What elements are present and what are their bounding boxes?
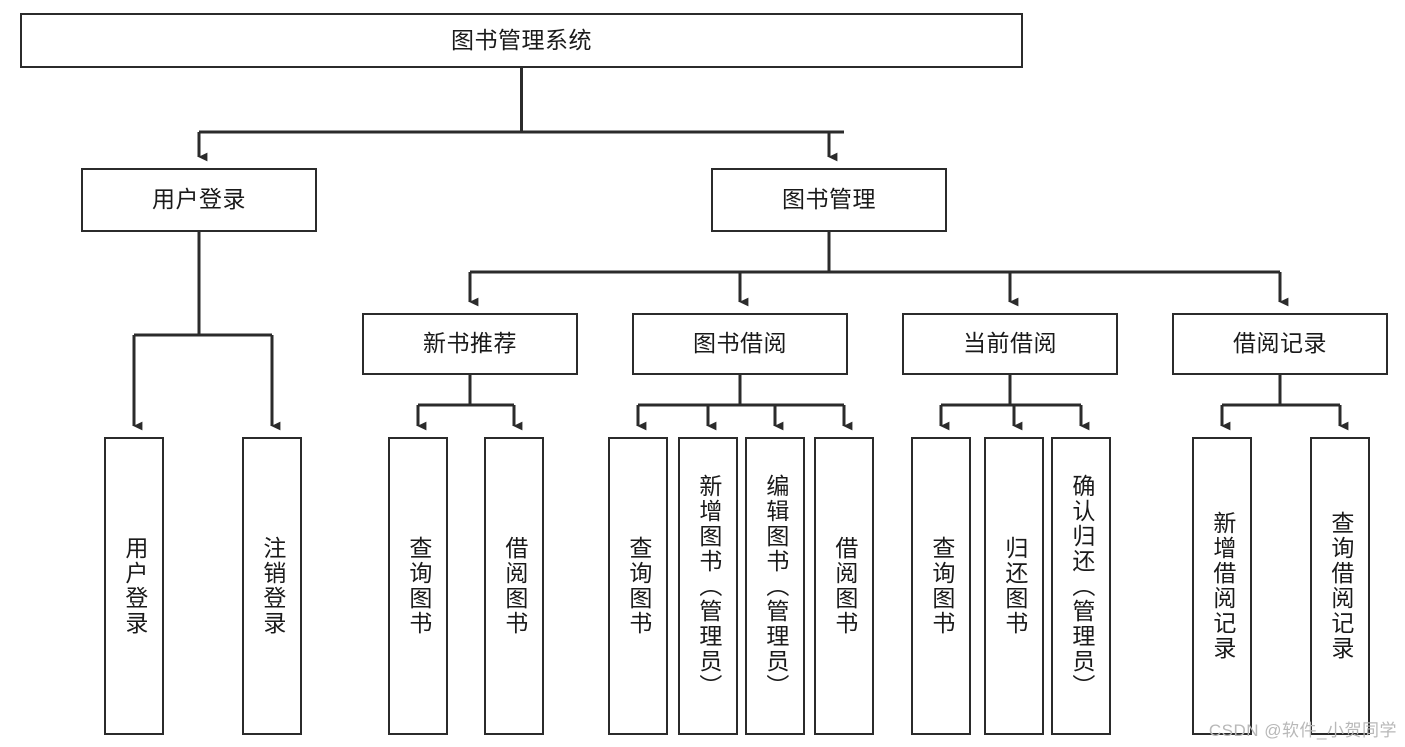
node-leaf-query-book-3[interactable]: 查询图书 [911,437,971,735]
node-leaf-query-book-3-label: 查询图书 [928,536,955,636]
node-leaf-user-logout[interactable]: 注销登录 [242,437,302,735]
node-leaf-query-book-1-label: 查询图书 [405,536,432,636]
node-new-book-rec[interactable]: 新书推荐 [362,313,578,375]
node-user-login[interactable]: 用户登录 [81,168,317,232]
node-leaf-query-book-2[interactable]: 查询图书 [608,437,668,735]
node-leaf-query-record[interactable]: 查询借阅记录 [1310,437,1370,735]
node-book-manage-label: 图书管理 [782,186,876,213]
node-current-borrow[interactable]: 当前借阅 [902,313,1118,375]
node-book-borrow[interactable]: 图书借阅 [632,313,848,375]
node-leaf-borrow-book-2-label: 借阅图书 [831,536,858,636]
node-borrow-record-label: 借阅记录 [1233,330,1327,357]
watermark-text: CSDN @软件_小贺同学 [1208,721,1397,740]
node-leaf-borrow-book-1-label: 借阅图书 [501,536,528,636]
node-current-borrow-label: 当前借阅 [963,330,1057,357]
node-leaf-borrow-book-2[interactable]: 借阅图书 [814,437,874,735]
node-leaf-edit-book-label: 编辑图书（管理员） [762,473,789,699]
node-leaf-add-record-label: 新增借阅记录 [1209,511,1236,661]
node-leaf-confirm-return-label: 确认归还（管理员） [1068,473,1095,699]
node-leaf-query-record-label: 查询借阅记录 [1327,511,1354,661]
node-leaf-user-login-label: 用户登录 [121,536,148,636]
node-leaf-return-book[interactable]: 归还图书 [984,437,1044,735]
node-book-borrow-label: 图书借阅 [693,330,787,357]
node-new-book-rec-label: 新书推荐 [423,330,517,357]
node-leaf-user-logout-label: 注销登录 [259,536,286,636]
node-leaf-query-book-1[interactable]: 查询图书 [388,437,448,735]
node-user-login-label: 用户登录 [152,186,246,213]
node-root[interactable]: 图书管理系统 [20,13,1023,68]
node-leaf-return-book-label: 归还图书 [1001,536,1028,636]
node-leaf-confirm-return[interactable]: 确认归还（管理员） [1051,437,1111,735]
node-leaf-add-book[interactable]: 新增图书（管理员） [678,437,738,735]
node-leaf-user-login[interactable]: 用户登录 [104,437,164,735]
node-book-manage[interactable]: 图书管理 [711,168,947,232]
node-leaf-add-book-label: 新增图书（管理员） [695,473,722,699]
node-leaf-borrow-book-1[interactable]: 借阅图书 [484,437,544,735]
node-leaf-query-book-2-label: 查询图书 [625,536,652,636]
node-borrow-record[interactable]: 借阅记录 [1172,313,1388,375]
node-leaf-add-record[interactable]: 新增借阅记录 [1192,437,1252,735]
node-root-label: 图书管理系统 [451,26,592,53]
node-leaf-edit-book[interactable]: 编辑图书（管理员） [745,437,805,735]
